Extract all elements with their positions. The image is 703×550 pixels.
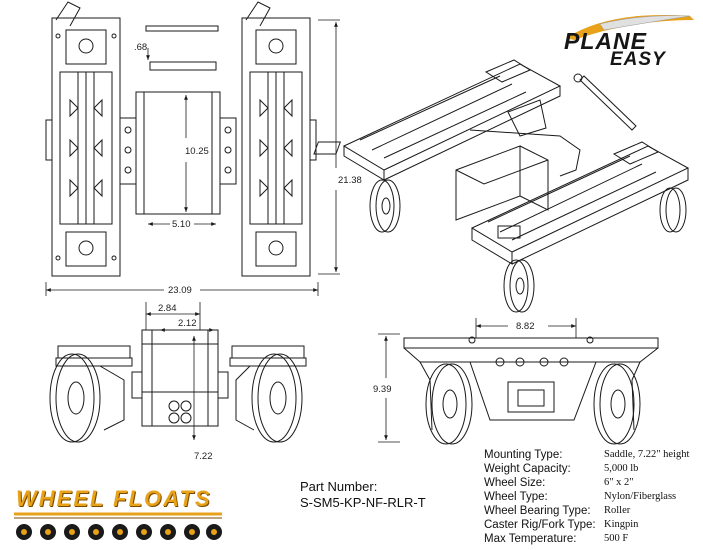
spec-row: Wheel Type: Nylon/Fiberglass [484, 490, 689, 504]
front-view-dimensions [378, 318, 577, 443]
part-number-value: S-SM5-KP-NF-RLR-T [300, 495, 426, 510]
spec-row: Wheel Bearing Type: Roller [484, 504, 689, 518]
spec-label: Wheel Type: [484, 491, 548, 503]
side-view-dimensions [145, 302, 214, 440]
wheel-floats-graphic [14, 512, 222, 540]
spec-label: Max Temperature: [484, 533, 577, 545]
spec-value: Roller [604, 505, 631, 516]
dim-side-base: 7.22 [194, 451, 213, 462]
spec-value: 500 F [604, 533, 629, 544]
rod-spacer [149, 61, 217, 71]
spec-value: 5,000 lb [604, 463, 639, 474]
spec-value: Nylon/Fiberglass [604, 491, 677, 502]
plane-easy-line2: EASY [610, 49, 666, 70]
dim-rod-thickness: .68 [134, 42, 147, 53]
top-view [45, 1, 317, 277]
saddle-top [119, 91, 237, 215]
spec-row: Max Temperature: 500 F [484, 532, 689, 546]
spec-label: Wheel Bearing Type: [484, 505, 591, 517]
dim-saddle-width: 5.10 [172, 219, 191, 230]
left-dolly-top [45, 1, 121, 277]
wheel-floats-logo: WHEEL FLOATS [8, 482, 226, 540]
front-view [403, 336, 659, 445]
top-view-dimensions [45, 19, 340, 296]
dim-saddle-height: 10.25 [185, 146, 209, 157]
dim-overall-width: 23.09 [168, 285, 192, 296]
plane-easy-logo: PLANE EASY [558, 16, 694, 70]
plane-easy-line1: PLANE [564, 28, 647, 54]
part-number-block: Part Number: S-SM5-KP-NF-RLR-T [300, 479, 426, 511]
dim-side-center: 2.12 [178, 318, 197, 329]
plane-easy-swoosh [566, 14, 694, 40]
spec-label: Weight Capacity: [484, 463, 571, 475]
wheel-floats-text: WHEEL FLOATS [16, 486, 212, 511]
spec-value: Kingpin [604, 519, 639, 530]
spec-row: Weight Capacity: 5,000 lb [484, 462, 689, 476]
spec-table: Mounting Type: Saddle, 7.22" height Weigh… [484, 448, 689, 546]
right-dolly-top [241, 1, 317, 277]
spec-value: 6" x 2" [604, 477, 634, 488]
dim-front-height: 9.39 [373, 384, 392, 395]
isometric-view [313, 59, 690, 313]
dim-side-offset: 2.84 [158, 303, 177, 314]
part-number-label: Part Number: [300, 479, 378, 494]
dim-front-width: 8.82 [516, 321, 535, 332]
spec-label: Mounting Type: [484, 449, 563, 461]
plane-easy-wing [599, 15, 691, 31]
side-view [49, 329, 307, 443]
spec-row: Caster Rig/Fork Type: Kingpin [484, 518, 689, 532]
spec-label: Wheel Size: [484, 477, 546, 489]
spec-label: Caster Rig/Fork Type: [484, 519, 596, 531]
spec-row: Wheel Size: 6" x 2" [484, 476, 689, 490]
spec-value: Saddle, 7.22" height [604, 449, 690, 460]
dim-overall-length: 21.38 [338, 175, 362, 186]
spec-row: Mounting Type: Saddle, 7.22" height [484, 448, 689, 462]
rod-top [145, 25, 219, 32]
